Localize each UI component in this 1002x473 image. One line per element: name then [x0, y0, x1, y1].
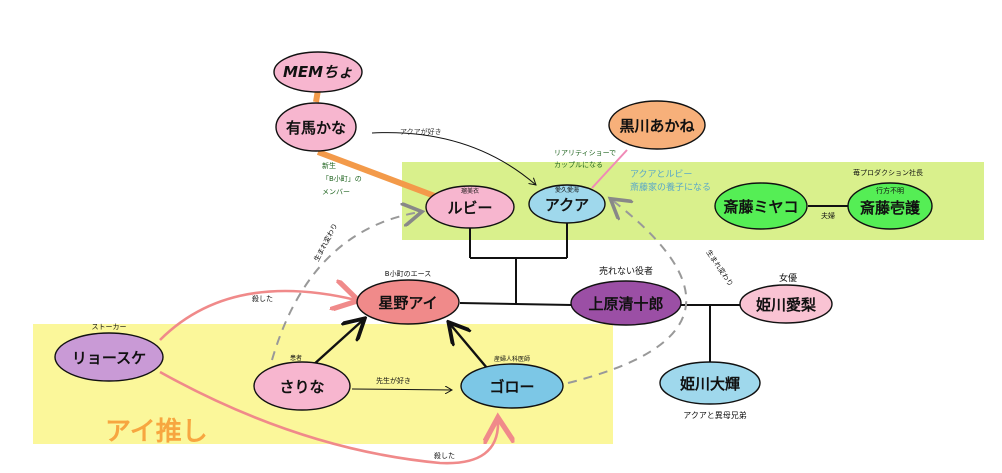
node-ryosuke-label: リョースケ: [72, 349, 146, 367]
node-taiki-label: 姫川大輝: [680, 375, 740, 393]
ichigo-title-note: 苺プロダクション社長: [853, 168, 923, 177]
arima-likes-aqua-arrow: [371, 132, 536, 185]
node-aqua-label: アクア: [545, 196, 589, 214]
aqua-like-note: アクアが好き: [400, 127, 442, 136]
arima-ruby-bkomachi-link: [316, 149, 442, 201]
node-kamiki[interactable]: 上原清十郎: [570, 280, 682, 326]
adopted-note-1: アクアとルビー: [630, 169, 692, 180]
node-mem[interactable]: MEMちょ: [273, 51, 363, 93]
sarina-ruby-reborn: [271, 212, 420, 361]
sensei-like-note: 先生が好き: [376, 376, 411, 385]
ryosuke-kills-ai: [159, 291, 356, 341]
node-aqua-caption: 愛久愛海: [555, 186, 579, 194]
node-ichigo-label: 斎藤壱護: [860, 199, 921, 217]
reborn-right-note: 生まれ変わり: [704, 248, 735, 288]
node-kurokawa-label: 黒川あかね: [619, 117, 694, 135]
unknown-actor-note: 売れない役者: [599, 265, 653, 277]
bkomachi-note-1: 新生: [322, 161, 336, 170]
ai-kamiki-link: [459, 302, 573, 306]
node-ichigo[interactable]: 行方不明 斎藤壱護: [847, 182, 933, 230]
stalker-note: ストーカー: [92, 323, 127, 331]
node-arima[interactable]: 有馬かな: [275, 102, 357, 152]
node-ichigo-caption: 行方不明: [876, 186, 904, 195]
sarina-caption: 患者: [290, 354, 302, 362]
node-himekawa-airi-label: 姫川愛梨: [756, 296, 816, 314]
node-kamiki-label: 上原清十郎: [588, 295, 663, 313]
reborn-left-note: 生まれ変わり: [312, 222, 340, 263]
node-taiki[interactable]: 姫川大輝: [659, 361, 761, 405]
ai-oshi-label: アイ推し: [105, 417, 208, 447]
node-ryosuke[interactable]: リョースケ: [54, 332, 164, 382]
node-miyako[interactable]: 斎藤ミヤコ: [714, 182, 808, 230]
married-note: 夫婦: [821, 211, 835, 220]
reality-note-1: リアリティショーで: [554, 149, 616, 157]
sarina-goro-arrow: [351, 389, 452, 390]
killed-top-note: 殺した: [252, 294, 273, 303]
kurokawa-aqua-link: [591, 149, 628, 189]
node-ai-label: 星野アイ: [378, 294, 437, 312]
bkomachi-note-3: メンバー: [322, 188, 350, 196]
ai-title-note: B小町のエース: [385, 269, 431, 278]
node-himekawa-airi[interactable]: 姫川愛梨: [739, 284, 833, 324]
bkomachi-note-2: 「B小町」の: [322, 174, 362, 183]
killed-bottom-note: 殺した: [434, 451, 455, 460]
reality-note-2: カップルになる: [554, 161, 603, 169]
goro-ai-arrow: [450, 324, 488, 369]
goro-title-note: 産婦人科医師: [494, 355, 530, 363]
node-goro[interactable]: ゴロー: [460, 363, 564, 409]
adopted-note-2: 斎藤家の養子になる: [630, 181, 711, 193]
actress-note: 女優: [779, 272, 797, 284]
node-ruby[interactable]: 瑠美衣 ルビー: [425, 185, 515, 229]
node-ruby-caption: 瑠美衣: [461, 187, 479, 195]
goro-aqua-reborn: [567, 200, 688, 384]
node-ai[interactable]: 星野アイ: [356, 279, 460, 325]
node-aqua[interactable]: 愛久愛海 アクア: [528, 184, 606, 224]
half-brother-note: アクアと異母兄弟: [683, 410, 746, 420]
node-arima-label: 有馬かな: [286, 119, 346, 137]
node-sarina-label: さりな: [279, 378, 324, 396]
node-mem-label: MEMちょ: [283, 63, 353, 81]
node-sarina[interactable]: さりな: [253, 361, 351, 411]
sarina-ai-arrow: [311, 320, 363, 367]
node-kurokawa[interactable]: 黒川あかね: [608, 100, 706, 150]
node-goro-label: ゴロー: [489, 378, 534, 396]
ryosuke-kills-goro: [159, 370, 498, 465]
node-miyako-label: 斎藤ミヤコ: [723, 198, 798, 216]
node-ruby-label: ルビー: [447, 199, 492, 217]
